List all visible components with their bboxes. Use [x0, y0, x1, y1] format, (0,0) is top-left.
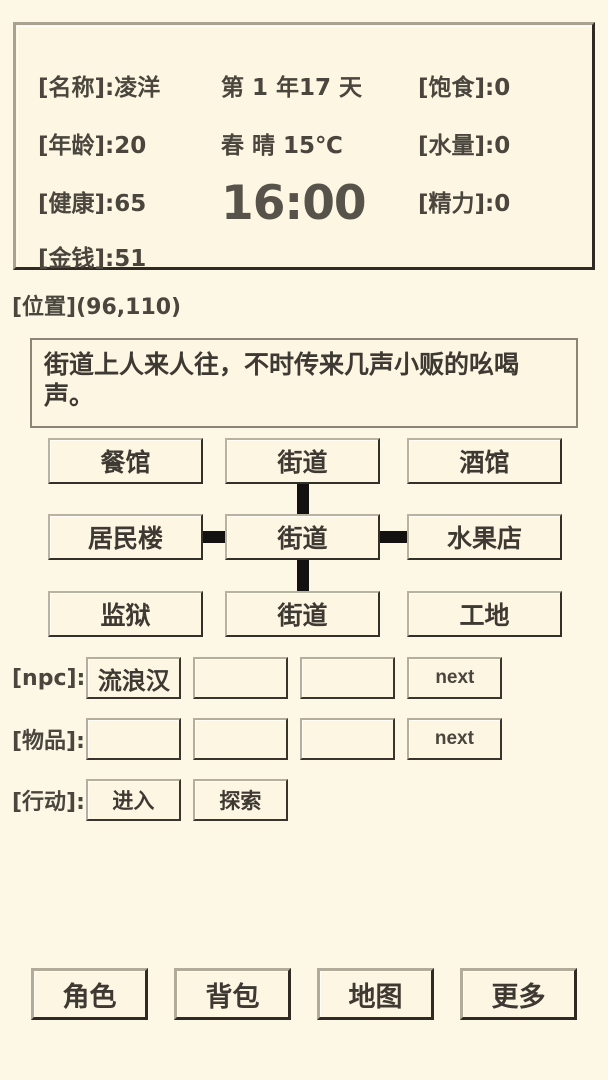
item-slot-1[interactable]	[85, 718, 181, 760]
npc-row-label: [npc]:	[12, 665, 86, 691]
item-slot-3[interactable]	[299, 718, 395, 760]
npc-slot-1[interactable]: 流浪汉	[86, 657, 182, 699]
bottom-navigation-bar: 角色 背包 地图 更多	[31, 968, 577, 1020]
nav-button-label: 地图	[348, 981, 403, 1013]
npc-next-label: next	[435, 667, 475, 688]
nav-button-map[interactable]: 地图	[317, 968, 434, 1020]
map-cell-label: 街道	[277, 524, 328, 553]
npc-slot-2[interactable]	[193, 657, 289, 699]
action-row: [行动]: 进入 探索	[12, 779, 300, 821]
map-connector-north	[297, 484, 309, 514]
npc-next-button[interactable]: next	[407, 657, 503, 699]
npc-slot-3[interactable]	[300, 657, 396, 699]
map-cell-label: 酒馆	[459, 448, 510, 477]
scene-description-box: 街道上人来人往，不时传来几声小贩的吆喝声。	[30, 338, 578, 428]
stat-age: [年龄]:20	[38, 133, 147, 159]
stat-money: [金钱]:51	[38, 246, 147, 272]
map-cell-tavern[interactable]: 酒馆	[407, 438, 562, 484]
slot-highlight	[195, 659, 287, 697]
npc-row: [npc]: 流浪汉 next	[12, 657, 514, 699]
local-map-grid: 餐馆 街道 酒馆 居民楼 街道 水果店 监狱 街道 工地	[48, 438, 572, 642]
item-next-label: next	[434, 728, 474, 749]
map-connector-south	[297, 560, 309, 591]
game-date: 第 1 年17 天	[221, 75, 363, 101]
item-next-button[interactable]: next	[406, 718, 502, 760]
stat-health: [健康]:65	[38, 191, 147, 217]
nav-button-character[interactable]: 角色	[31, 968, 148, 1020]
map-cell-label: 水果店	[446, 524, 522, 553]
map-cell-label: 居民楼	[87, 524, 163, 553]
action-row-label: [行动]:	[12, 790, 85, 815]
map-cell-label: 监狱	[100, 601, 151, 630]
map-cell-residential[interactable]: 居民楼	[48, 514, 203, 560]
map-cell-restaurant[interactable]: 餐馆	[48, 438, 203, 484]
nav-button-label: 角色	[62, 981, 117, 1013]
item-row-label: [物品]:	[12, 729, 85, 754]
stat-food: [饱食]:0	[418, 75, 511, 101]
slot-highlight	[194, 720, 286, 758]
map-cell-prison[interactable]: 监狱	[48, 591, 203, 637]
map-cell-street-current[interactable]: 街道	[225, 514, 380, 560]
position-readout: [位置](96,110)	[12, 295, 182, 320]
map-connector-east	[380, 531, 407, 543]
item-slot-2[interactable]	[192, 718, 288, 760]
item-row: [物品]: next	[12, 718, 514, 760]
map-cell-fruit-shop[interactable]: 水果店	[407, 514, 562, 560]
action-button-label: 探索	[219, 789, 262, 813]
slot-highlight	[87, 720, 179, 758]
slot-highlight	[301, 720, 393, 758]
nav-button-label: 背包	[205, 981, 260, 1013]
map-cell-street-south[interactable]: 街道	[225, 591, 380, 637]
map-cell-label: 街道	[277, 448, 328, 477]
nav-button-more[interactable]: 更多	[460, 968, 577, 1020]
status-panel: [名称]:凌洋 [年龄]:20 [健康]:65 [金钱]:51 第 1 年17 …	[13, 22, 595, 272]
action-explore-button[interactable]: 探索	[192, 779, 288, 821]
map-cell-label: 餐馆	[100, 448, 151, 477]
stat-water: [水量]:0	[418, 133, 511, 159]
stat-energy: [精力]:0	[418, 191, 511, 217]
scene-description-text: 街道上人来人往，不时传来几声小贩的吆喝声。	[44, 350, 520, 410]
map-cell-label: 工地	[459, 601, 510, 630]
game-clock: 16:00	[221, 176, 367, 231]
map-connector-west	[203, 531, 225, 543]
panel-inner-highlight	[17, 26, 591, 266]
npc-slot-label: 流浪汉	[97, 666, 170, 695]
map-cell-street-north[interactable]: 街道	[225, 438, 380, 484]
nav-button-label: 更多	[491, 981, 546, 1013]
weather-info: 春 晴 15℃	[221, 133, 343, 159]
nav-button-backpack[interactable]: 背包	[174, 968, 291, 1020]
action-enter-button[interactable]: 进入	[85, 779, 181, 821]
action-button-label: 进入	[112, 789, 155, 813]
map-cell-construction-site[interactable]: 工地	[407, 591, 562, 637]
slot-highlight	[302, 659, 394, 697]
map-cell-label: 街道	[277, 601, 328, 630]
stat-name: [名称]:凌洋	[38, 75, 161, 101]
